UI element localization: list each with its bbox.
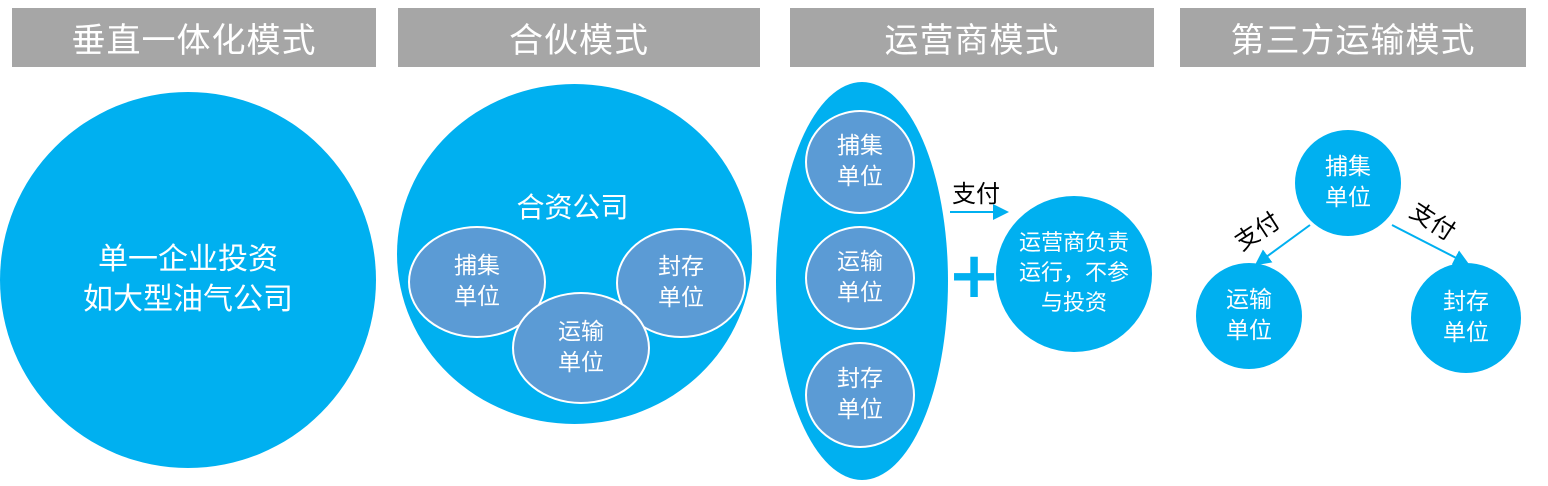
vertical-integration-circle: 单一企业投资 如大型油气公司 xyxy=(0,92,376,468)
operator-transport-unit: 运输 单位 xyxy=(805,226,915,330)
vertical-line-2: 如大型油气公司 xyxy=(83,282,293,317)
plus-sign: + xyxy=(947,239,1001,313)
header-operator: 运营商模式 xyxy=(790,8,1154,67)
transport-line-1: 运输 xyxy=(837,249,883,275)
capture-line-1: 捕集 xyxy=(454,253,500,279)
capture-line-1: 捕集 xyxy=(837,133,883,159)
capture-line-1: 捕集 xyxy=(1325,154,1371,180)
storage-line-1: 封存 xyxy=(658,254,704,280)
transport-line-2: 单位 xyxy=(837,280,883,306)
partnership-storage-unit: 封存 单位 xyxy=(616,228,746,338)
transport-line-2: 单位 xyxy=(1226,318,1272,344)
operator-storage-unit: 封存 单位 xyxy=(805,342,915,448)
operator-pay-label: 支付 xyxy=(952,180,1000,208)
third-party-capture-unit: 捕集 单位 xyxy=(1295,130,1401,236)
transport-line-1: 运输 xyxy=(1226,287,1272,313)
storage-line-2: 单位 xyxy=(837,397,883,423)
operator-line-3: 与投资 xyxy=(1040,291,1107,316)
vertical-line-1: 单一企业投资 xyxy=(98,242,278,277)
storage-line-1: 封存 xyxy=(837,366,883,392)
storage-line-2: 单位 xyxy=(658,285,704,311)
operator-line-1: 运营商负责 xyxy=(1018,231,1129,256)
capture-line-2: 单位 xyxy=(837,164,883,190)
third-party-arrow-right xyxy=(1391,224,1470,265)
storage-line-1: 封存 xyxy=(1443,289,1489,315)
header-partnership: 合伙模式 xyxy=(398,8,760,67)
header-third-party: 第三方运输模式 xyxy=(1180,8,1526,67)
partnership-transport-unit: 运输 单位 xyxy=(512,292,650,404)
capture-line-2: 单位 xyxy=(454,284,500,310)
third-party-storage-unit: 封存 单位 xyxy=(1411,263,1521,373)
storage-line-2: 单位 xyxy=(1443,320,1489,346)
joint-venture-title: 合资公司 xyxy=(516,191,629,224)
transport-line-1: 运输 xyxy=(558,319,604,345)
operator-line-2: 运行，不参 xyxy=(1018,261,1129,286)
operator-capture-unit: 捕集 单位 xyxy=(805,110,915,214)
capture-line-2: 单位 xyxy=(1325,185,1371,211)
operator-role-circle: 运营商负责 运行，不参 与投资 xyxy=(996,196,1152,352)
third-party-transport-unit: 运输 单位 xyxy=(1196,263,1302,369)
third-party-arrow-left xyxy=(1254,224,1311,266)
transport-line-2: 单位 xyxy=(558,350,604,376)
header-vertical-integration: 垂直一体化模式 xyxy=(12,8,376,67)
